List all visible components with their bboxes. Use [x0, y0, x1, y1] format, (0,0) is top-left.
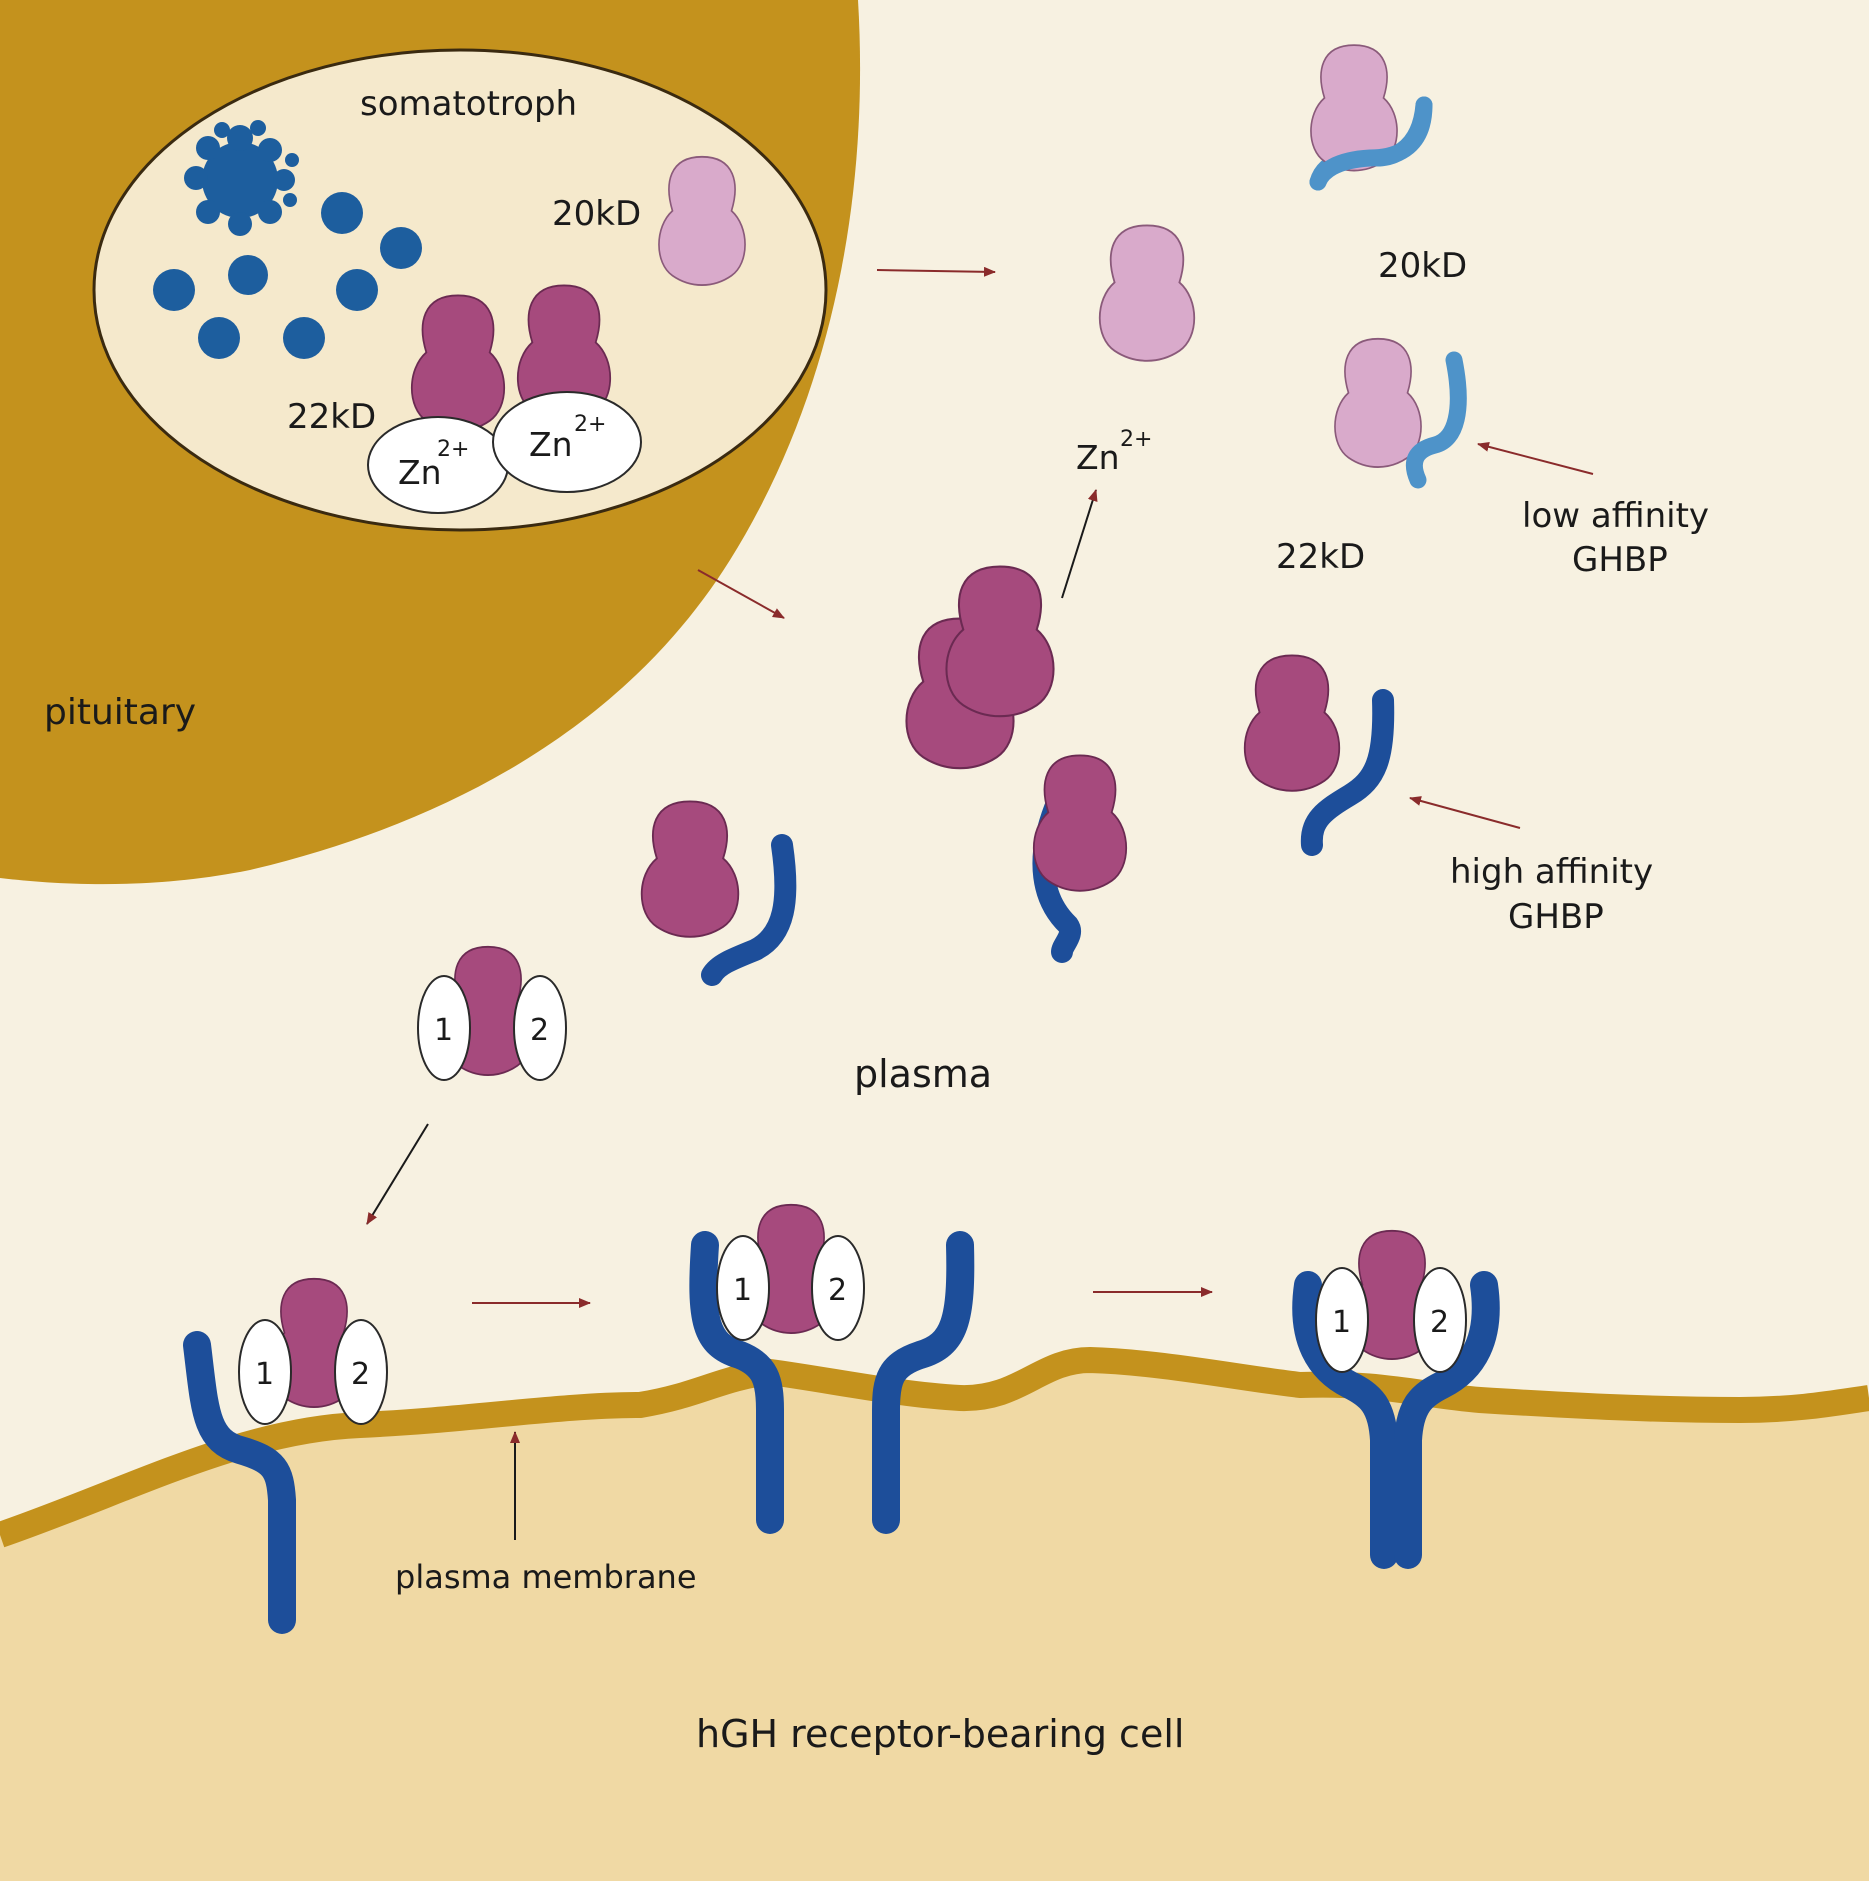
site-2-label-stage2: 2 [828, 1273, 847, 1308]
ghbp-20kd-top-front [1309, 96, 1433, 191]
site-2-label-stage1: 2 [351, 1357, 370, 1392]
site-2-label-stage3: 2 [1430, 1305, 1449, 1340]
receptor-stage2-left [689, 1231, 784, 1534]
high-affinity-label-line1: high affinity [1450, 852, 1653, 892]
arrow-high-affinity [1409, 796, 1521, 829]
arrow-low-affinity [1477, 441, 1594, 475]
high-affinity-ghbp-left [701, 834, 797, 986]
low-affinity-ghbp [1405, 351, 1467, 489]
kd22-plasma-label: 22kD [1276, 537, 1365, 577]
site-1-label-stage2: 1 [733, 1273, 752, 1308]
zinc-ion-right [492, 391, 642, 493]
receptor-stage3-right [1394, 1271, 1500, 1569]
kd20-plasma-label: 20kD [1378, 246, 1467, 286]
low-affinity-label-line1: low affinity [1522, 496, 1709, 536]
site-1-label-plasma: 1 [434, 1013, 453, 1048]
receptor-stage3-left [1292, 1271, 1398, 1569]
arrow-secrete-20kd [876, 266, 996, 277]
binding-site-2-stage1 [334, 1319, 388, 1425]
kd22-inside-label: 22kD [287, 397, 376, 437]
binding-site-2-stage3 [1413, 1267, 1467, 1373]
binding-site-2-plasma [513, 975, 567, 1081]
high-affinity-ghbp-right [1300, 689, 1395, 856]
arrow-to-receptor [366, 1123, 429, 1225]
binding-site-1-stage2 [716, 1235, 770, 1341]
gh-22kd-bound-left [640, 800, 740, 938]
somatotroph-label: somatotroph [360, 84, 577, 124]
zn-right-charge: 2+ [574, 412, 606, 437]
site-2-label-plasma: 2 [530, 1013, 549, 1048]
gh-20kd-stored [658, 155, 746, 286]
zn-released-label: Zn [1076, 438, 1120, 477]
cell-label: hGH receptor-bearing cell [696, 1712, 1184, 1756]
binding-site-1-plasma [417, 975, 471, 1081]
plasma-membrane [0, 1346, 1869, 1548]
zn-left-label: Zn [398, 453, 442, 492]
arrow-secrete-22kd [697, 569, 785, 619]
binding-site-1-stage1 [238, 1319, 292, 1425]
binding-site-2-stage2 [811, 1235, 865, 1341]
somatotroph-cell [92, 48, 828, 532]
receptor-stage2-right [872, 1231, 975, 1534]
high-affinity-label-line2: GHBP [1508, 897, 1604, 937]
binding-site-1-stage3 [1315, 1267, 1369, 1373]
zn-right-label: Zn [529, 425, 573, 464]
receptor-stage1 [183, 1331, 296, 1634]
secretory-granules [153, 192, 422, 359]
plasma-label: plasma [854, 1052, 992, 1096]
low-affinity-label-line2: GHBP [1572, 540, 1668, 580]
gh-22kd-bound-high-affinity-right [1243, 654, 1341, 792]
kd20-inside-label: 20kD [552, 194, 641, 234]
gh-20kd-free [1098, 224, 1196, 362]
site-1-label-stage3: 1 [1332, 1305, 1351, 1340]
pituitary-label: pituitary [44, 692, 196, 733]
plasma-membrane-label: plasma membrane [395, 1558, 697, 1596]
site-1-label-stage1: 1 [255, 1357, 274, 1392]
gh-20kd-bound-low-affinity [1334, 337, 1422, 468]
gh-22kd-bound-middle [1032, 754, 1128, 892]
secretory-granule-cluster [184, 120, 299, 236]
zn-released-charge: 2+ [1120, 427, 1152, 452]
zn-left-charge: 2+ [437, 437, 469, 462]
arrow-zn-release [1061, 489, 1098, 599]
